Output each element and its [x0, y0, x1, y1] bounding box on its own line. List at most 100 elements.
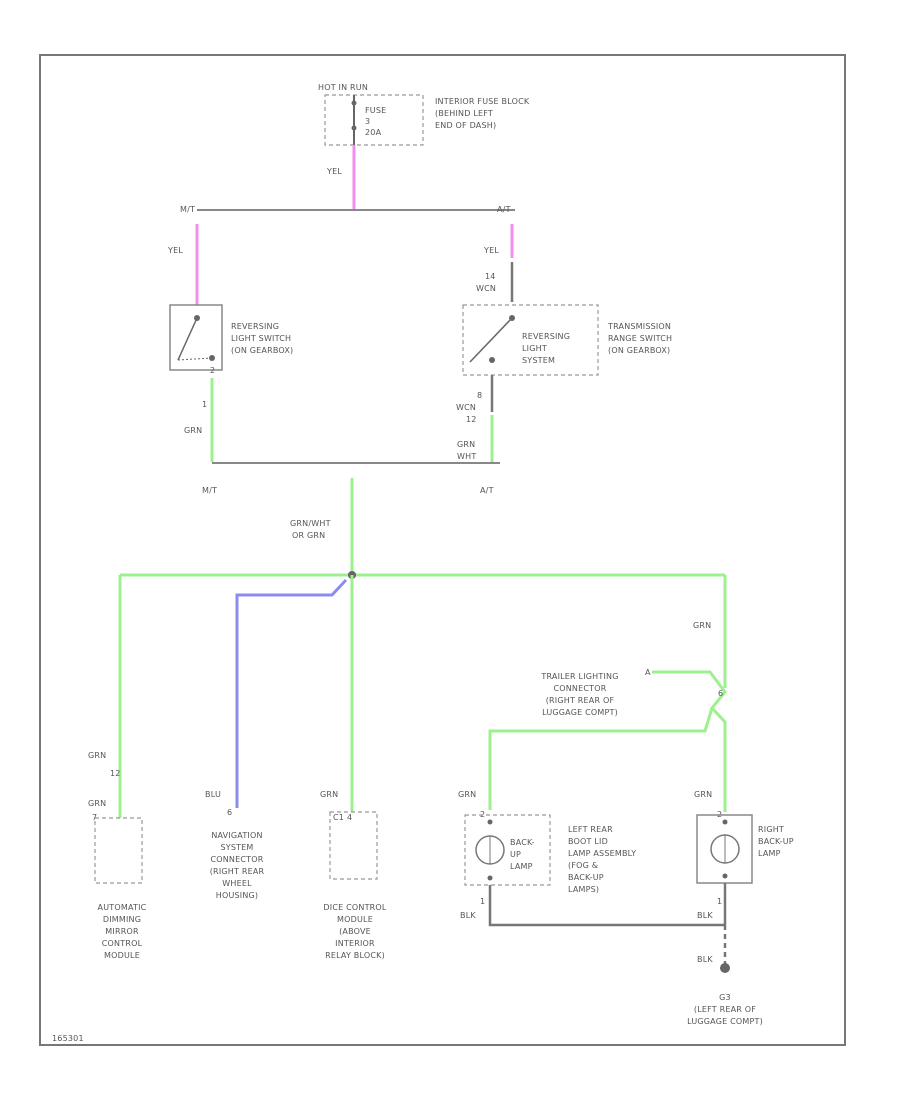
- at-wire-out-color: GRN: [457, 440, 475, 449]
- fuse-block-loc-2: END OF DASH): [435, 121, 496, 130]
- mirror-name-1: AUTOMATIC: [98, 903, 147, 912]
- right-lamp-pin-out: 1: [717, 897, 722, 906]
- at-pin-out: 8: [477, 391, 482, 400]
- mt-top-label: M/T: [180, 205, 195, 214]
- at-switch-name-3: SYSTEM: [522, 356, 555, 365]
- trailer-name-4: LUGGAGE COMPT): [542, 708, 618, 717]
- dice-pin-connector: C1: [333, 813, 344, 822]
- at-transmission-range-switch: REVERSING LIGHT SYSTEM TRANSMISSION RANG…: [462, 304, 672, 376]
- mirror-name-2: DIMMING: [103, 915, 141, 924]
- mt-switch-pin-in: 1: [202, 400, 207, 409]
- diagram-code: 165301: [52, 1034, 84, 1043]
- left-lamp-name-6: LAMPS): [568, 885, 599, 894]
- left-lamp-wire-color: GRN: [458, 790, 476, 799]
- nav-name-4: (RIGHT REAR: [210, 867, 265, 876]
- trailer-pin: A: [645, 668, 651, 677]
- supply-label: HOT IN RUN: [318, 83, 368, 92]
- right-lamp-wire-color: GRN: [694, 790, 712, 799]
- right-lamp-ground-wire: BLK: [697, 911, 713, 920]
- navigation-connector-label: NAVIGATION SYSTEM CONNECTOR (RIGHT REAR …: [210, 831, 265, 900]
- ground-point-icon: [720, 963, 730, 973]
- mt-reversing-light-switch: REVERSING LIGHT SWITCH (ON GEARBOX) 2: [169, 304, 293, 375]
- mt-bottom-label: M/T: [202, 486, 217, 495]
- left-lamp-type: BACK-: [510, 838, 535, 847]
- mt-wire-out-color: GRN: [184, 426, 202, 435]
- fuse-label: FUSE: [365, 106, 386, 115]
- right-lamp-label: RIGHT BACK-UP LAMP: [758, 825, 794, 858]
- right-lamp-name-1: RIGHT: [758, 825, 784, 834]
- at-switch-location-3: (ON GEARBOX): [608, 346, 670, 355]
- ground-id: G3: [719, 993, 731, 1002]
- dice-wire-color: GRN: [320, 790, 338, 799]
- at-pin-in: 14: [485, 272, 496, 281]
- at-wire-in-color: YEL: [483, 246, 499, 255]
- trailer-name-1: TRAILER LIGHTING: [540, 672, 618, 681]
- dice-pin-number: 4: [347, 813, 352, 822]
- left-lamp-pin-out: 1: [480, 897, 485, 906]
- left-lamp-name-4: (FOG &: [568, 861, 598, 870]
- left-lamp-ground-wire-line: [488, 885, 725, 927]
- left-lamp-name-2: BOOT LID: [568, 837, 608, 846]
- nav-feed-wire: [235, 578, 348, 808]
- nav-name-6: HOUSING): [216, 891, 259, 900]
- mirror-pin-2: 7: [92, 813, 97, 822]
- fuse-block-box: [324, 94, 424, 146]
- at-switch-name-2: LIGHT: [522, 344, 547, 353]
- at-conn-out: WCN: [456, 403, 476, 412]
- main-wire-color: GRN/WHT: [290, 519, 331, 528]
- nav-name-2: SYSTEM: [220, 843, 253, 852]
- mt-switch-location: (ON GEARBOX): [231, 346, 293, 355]
- fuse-wire-color: YEL: [326, 167, 342, 176]
- dice-name-2: MODULE: [337, 915, 373, 924]
- mirror-wire-color-2: GRN: [88, 799, 106, 808]
- diagram-frame: [39, 54, 846, 1046]
- left-backup-lamp: BACK- UP LAMP: [464, 814, 551, 886]
- left-lamp-type-2: UP: [510, 850, 521, 859]
- mirror-module-box: [94, 817, 143, 884]
- left-lamp-type-3: LAMP: [510, 862, 533, 871]
- mirror-wire-color: GRN: [88, 751, 106, 760]
- right-lamp-feed-wire: [652, 670, 727, 812]
- dice-module-label: DICE CONTROL MODULE (ABOVE INTERIOR RELA…: [323, 903, 387, 960]
- right-lamp-name-3: LAMP: [758, 849, 781, 858]
- main-wire-color-2: OR GRN: [292, 531, 325, 540]
- nav-pin: 6: [227, 808, 232, 817]
- at-switch-location-2: RANGE SWITCH: [608, 334, 672, 343]
- fuse-rating: 20A: [365, 128, 382, 137]
- left-lamp-assembly-box: [464, 814, 551, 886]
- left-lamp-ground-wire: BLK: [460, 911, 476, 920]
- nav-name-3: CONNECTOR: [210, 855, 263, 864]
- at-switch-box: [462, 304, 599, 376]
- mirror-name-5: MODULE: [104, 951, 140, 960]
- trailer-connector-label: TRAILER LIGHTING CONNECTOR (RIGHT REAR O…: [540, 672, 618, 717]
- nav-name-5: WHEEL: [222, 879, 252, 888]
- nav-wire-color: BLU: [205, 790, 221, 799]
- mt-switch-pin-out: 2: [210, 366, 215, 375]
- mirror-pin: 12: [110, 769, 121, 778]
- at-bottom-label: A/T: [480, 486, 494, 495]
- mirror-name-4: CONTROL: [102, 939, 143, 948]
- right-backup-lamp: [696, 814, 753, 884]
- trailer-name-3: (RIGHT REAR OF: [546, 696, 615, 705]
- right-feed-wire-color: GRN: [693, 621, 711, 630]
- trailer-pin-2: 6: [718, 689, 723, 698]
- left-lamp-name-5: BACK-UP: [568, 873, 604, 882]
- fuse-block-name: INTERIOR FUSE BLOCK: [435, 97, 530, 106]
- at-switch-location: TRANSMISSION: [607, 322, 671, 331]
- mirror-module-label: AUTOMATIC DIMMING MIRROR CONTROL MODULE: [98, 903, 147, 960]
- mt-switch-name: REVERSING: [231, 322, 279, 331]
- right-lamp-name-2: BACK-UP: [758, 837, 794, 846]
- mt-switch-box: [169, 304, 223, 371]
- at-conn-out-num: 12: [466, 415, 477, 424]
- trailer-name-2: CONNECTOR: [553, 684, 606, 693]
- dice-name-3: (ABOVE: [339, 927, 371, 936]
- dice-module-box: [329, 811, 378, 880]
- fuse-block-loc-1: (BEHIND LEFT: [435, 109, 493, 118]
- mt-switch-name-2: LIGHT SWITCH: [231, 334, 291, 343]
- dice-name-1: DICE CONTROL: [323, 903, 387, 912]
- at-switch-name: REVERSING: [522, 332, 570, 341]
- ground-location: (LEFT REAR OF: [694, 1005, 756, 1014]
- at-conn-in: WCN: [476, 284, 496, 293]
- ground-wire-color: BLK: [697, 955, 713, 964]
